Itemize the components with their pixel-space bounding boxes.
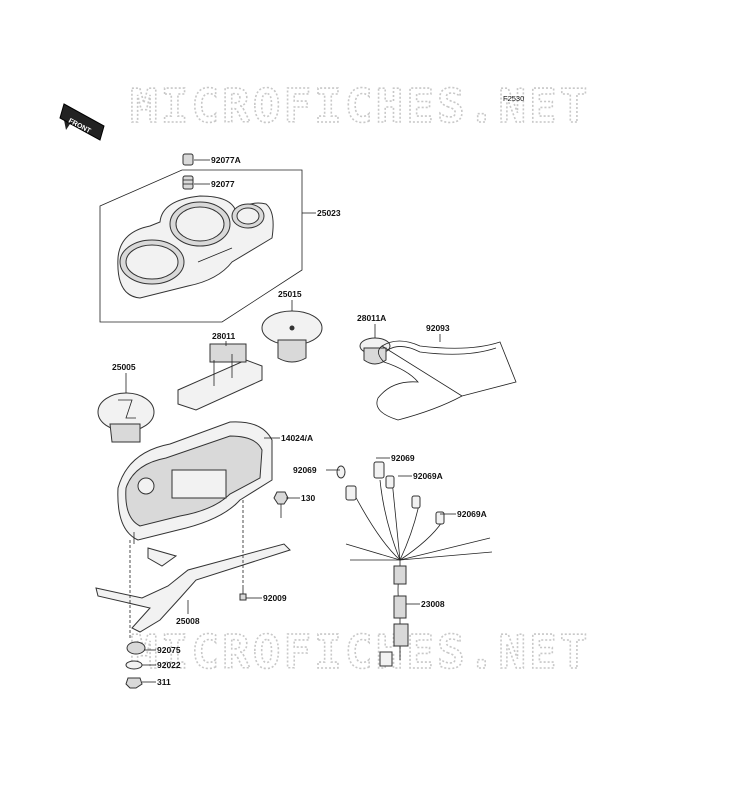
bulb-holder-28011-icon (177, 343, 263, 411)
callout-28011: 28011 (212, 331, 235, 341)
callout-92075: 92075 (157, 645, 181, 655)
callout-92069-upper: 92069 (391, 453, 415, 463)
leader-lines (125, 159, 456, 683)
screw-130-icon (273, 491, 289, 518)
watermark-bottom: MICROFICHES.NET (130, 625, 590, 679)
nut-92077A-icon (182, 153, 194, 166)
callout-25023: 25023 (317, 208, 341, 218)
meter-cover-assembly (99, 169, 303, 323)
callout-23008: 23008 (421, 599, 445, 609)
callout-92069A-lower: 92069A (457, 509, 487, 519)
washer-92022-icon (125, 660, 143, 670)
callout-25015: 25015 (278, 289, 302, 299)
callout-25008: 25008 (176, 616, 200, 626)
callout-92077A: 92077A (211, 155, 241, 165)
screw-92009-icon (239, 588, 247, 601)
grommet-92077-icon (182, 175, 194, 190)
callout-92093: 92093 (426, 323, 450, 333)
front-arrow-icon: FRONT (59, 103, 105, 141)
bracket-25008-icon (95, 500, 291, 640)
figure-id: F2530 (503, 94, 524, 103)
nut-311-icon (125, 677, 143, 689)
bulb-socket-28011A-icon (359, 337, 391, 365)
watermark-top: MICROFICHES.NET (130, 79, 590, 133)
callout-25005: 25005 (112, 362, 136, 372)
tachometer-25005-icon (97, 392, 155, 443)
callout-14024A: 14024/A (281, 433, 313, 443)
grommet-92075-icon (126, 641, 146, 655)
gauge-25015-icon (261, 310, 323, 363)
callout-130: 130 (301, 493, 315, 503)
wiring-harness-23008-icon (336, 461, 493, 667)
callout-92069-left: 92069 (293, 465, 317, 475)
callout-311: 311 (157, 677, 171, 687)
callout-92069A-upper: 92069A (413, 471, 443, 481)
callout-92022: 92022 (157, 660, 181, 670)
callout-92009: 92009 (263, 593, 287, 603)
meter-case-14024-icon (117, 421, 273, 544)
callout-28011A: 28011A (357, 313, 386, 323)
callout-92077: 92077 (211, 179, 235, 189)
gasket-92093-icon (376, 340, 517, 421)
